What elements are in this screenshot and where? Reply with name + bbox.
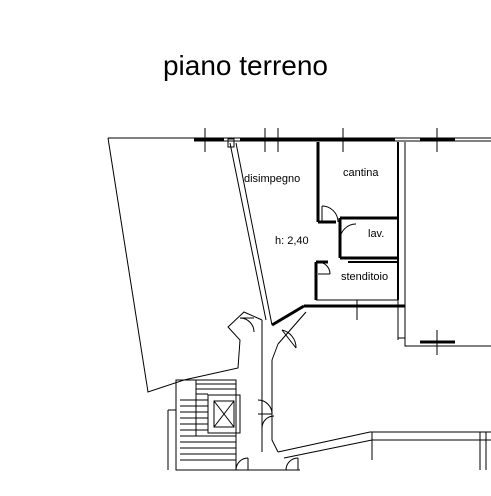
top-wall: [108, 137, 491, 142]
unit-walls: [261, 142, 406, 453]
plan-title: piano terreno: [162, 50, 328, 81]
unit-doors: [281, 205, 357, 349]
label-cantina: cantina: [343, 167, 379, 179]
bottom-right-structure: [277, 431, 491, 470]
left-space-outline: [107, 137, 273, 393]
label-height: h: 2,40: [275, 235, 309, 247]
label-lav: lav.: [368, 228, 384, 240]
right-annex: [397, 300, 491, 347]
stair-treads: [180, 380, 236, 461]
label-stenditoio: stenditoio: [341, 271, 388, 283]
stair-block: [167, 379, 241, 471]
label-disimpegno: disimpegno: [244, 173, 300, 185]
door-left-space: [239, 317, 255, 333]
lower-doors: [235, 399, 300, 471]
window-marks: [204, 128, 438, 355]
